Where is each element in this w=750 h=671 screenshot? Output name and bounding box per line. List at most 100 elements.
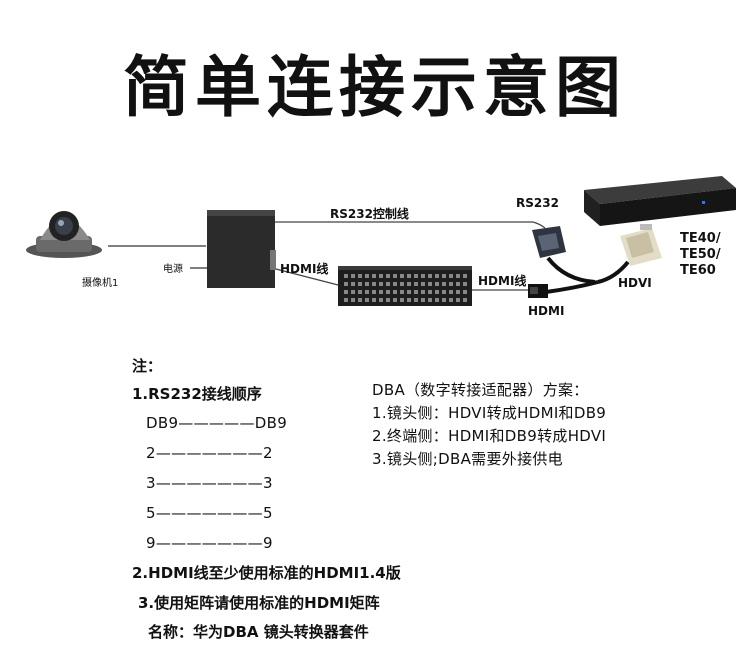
matrix-port: [442, 282, 446, 286]
matrix-port: [386, 298, 390, 302]
db9-adapter-cable: [546, 256, 596, 284]
matrix-port: [428, 282, 432, 286]
matrix-port: [435, 282, 439, 286]
matrix-port: [463, 282, 467, 286]
matrix-port: [407, 290, 411, 294]
matrix-port: [428, 298, 432, 302]
hdvi-connector: [620, 224, 662, 266]
codec-terminal: [584, 176, 736, 226]
matrix-port: [421, 274, 425, 278]
matrix-port: [456, 282, 460, 286]
matrix-port: [442, 274, 446, 278]
matrix-port: [449, 290, 453, 294]
matrix-port: [372, 282, 376, 286]
matrix-port: [344, 290, 348, 294]
notes-heading: 注：: [132, 357, 163, 375]
hdmi-connector: [528, 284, 548, 298]
matrix-port: [442, 290, 446, 294]
matrix-port: [421, 298, 425, 302]
matrix-port: [414, 274, 418, 278]
notes-item-1: 1.RS232接线顺序: [132, 385, 262, 403]
matrix-port: [435, 298, 439, 302]
matrix-port: [393, 274, 397, 278]
hdmi-adapter-cable: [545, 280, 599, 294]
matrix-port: [358, 298, 362, 302]
matrix-port: [400, 290, 404, 294]
pin-row: 9———————9: [146, 534, 273, 552]
dba-line: 3.镜头侧;DBA需要外接供电: [372, 450, 563, 468]
matrix-port: [379, 290, 383, 294]
notes-item-3: 3.使用矩阵请使用标准的HDMI矩阵: [138, 594, 380, 612]
matrix-port: [351, 298, 355, 302]
matrix-port: [435, 274, 439, 278]
matrix-port: [372, 290, 376, 294]
notes-item-2: 2.HDMI线至少使用标准的HDMI1.4版: [132, 564, 401, 582]
matrix-port: [400, 274, 404, 278]
dba-adapter-box: [207, 210, 276, 288]
matrix-port: [449, 282, 453, 286]
matrix-port: [365, 298, 369, 302]
matrix-port: [351, 290, 355, 294]
hdmi-cable-in: [271, 267, 343, 287]
matrix-port: [393, 298, 397, 302]
matrix-port: [344, 282, 348, 286]
matrix-port: [386, 282, 390, 286]
matrix-port: [379, 298, 383, 302]
dba-heading: DBA（数字转接适配器）方案：: [372, 381, 589, 399]
matrix-port: [421, 290, 425, 294]
matrix-port: [407, 298, 411, 302]
power-label: 电源: [163, 264, 183, 275]
matrix-port: [428, 290, 432, 294]
codec-model: TE50/: [680, 247, 721, 262]
matrix-port: [379, 282, 383, 286]
matrix-port: [358, 290, 362, 294]
matrix-port: [456, 274, 460, 278]
matrix-port: [351, 282, 355, 286]
matrix-port: [407, 274, 411, 278]
matrix-port: [358, 274, 362, 278]
pin-row: 5———————5: [146, 504, 273, 522]
hdmi-connector-label: HDMI: [528, 304, 565, 318]
pin-row: 3———————3: [146, 474, 273, 492]
hdvi-connector-label: HDVI: [618, 276, 652, 290]
diagram-title: 简单连接示意图: [123, 49, 627, 126]
matrix-port: [372, 274, 376, 278]
matrix-port: [414, 298, 418, 302]
matrix-port: [386, 290, 390, 294]
matrix-port: [400, 282, 404, 286]
matrix-port: [449, 274, 453, 278]
matrix-port: [351, 274, 355, 278]
hdmi-cable-label-left: HDMI线: [280, 262, 329, 276]
hdmi-cable-label-right: HDMI线: [478, 274, 527, 288]
matrix-port: [393, 282, 397, 286]
matrix-port: [407, 282, 411, 286]
matrix-port: [442, 298, 446, 302]
codec-model-list: TE40/ TE50/ TE60: [680, 231, 721, 279]
matrix-port: [379, 274, 383, 278]
matrix-port: [372, 298, 376, 302]
matrix-port: [428, 274, 432, 278]
matrix-port: [463, 298, 467, 302]
hdmi-matrix-device: [338, 266, 472, 306]
matrix-port: [463, 274, 467, 278]
matrix-port: [386, 274, 390, 278]
matrix-port: [344, 274, 348, 278]
rs232-connector-label: RS232: [516, 196, 559, 210]
matrix-port: [393, 290, 397, 294]
matrix-port: [344, 298, 348, 302]
db9-connector: [532, 226, 566, 258]
hdvi-adapter-cable: [597, 260, 630, 284]
product-name: 名称：华为DBA 镜头转换器套件: [148, 623, 369, 641]
codec-model: TE40/: [680, 231, 721, 246]
dba-line: 1.镜头侧：HDVI转成HDMI和DB9: [372, 404, 607, 422]
matrix-port: [365, 290, 369, 294]
pin-row: 2———————2: [146, 444, 273, 462]
matrix-port: [365, 282, 369, 286]
matrix-port: [456, 290, 460, 294]
matrix-port: [414, 290, 418, 294]
codec-model: TE60: [680, 263, 716, 278]
matrix-port: [421, 282, 425, 286]
pin-row: DB9—————DB9: [146, 414, 288, 432]
matrix-port: [414, 282, 418, 286]
